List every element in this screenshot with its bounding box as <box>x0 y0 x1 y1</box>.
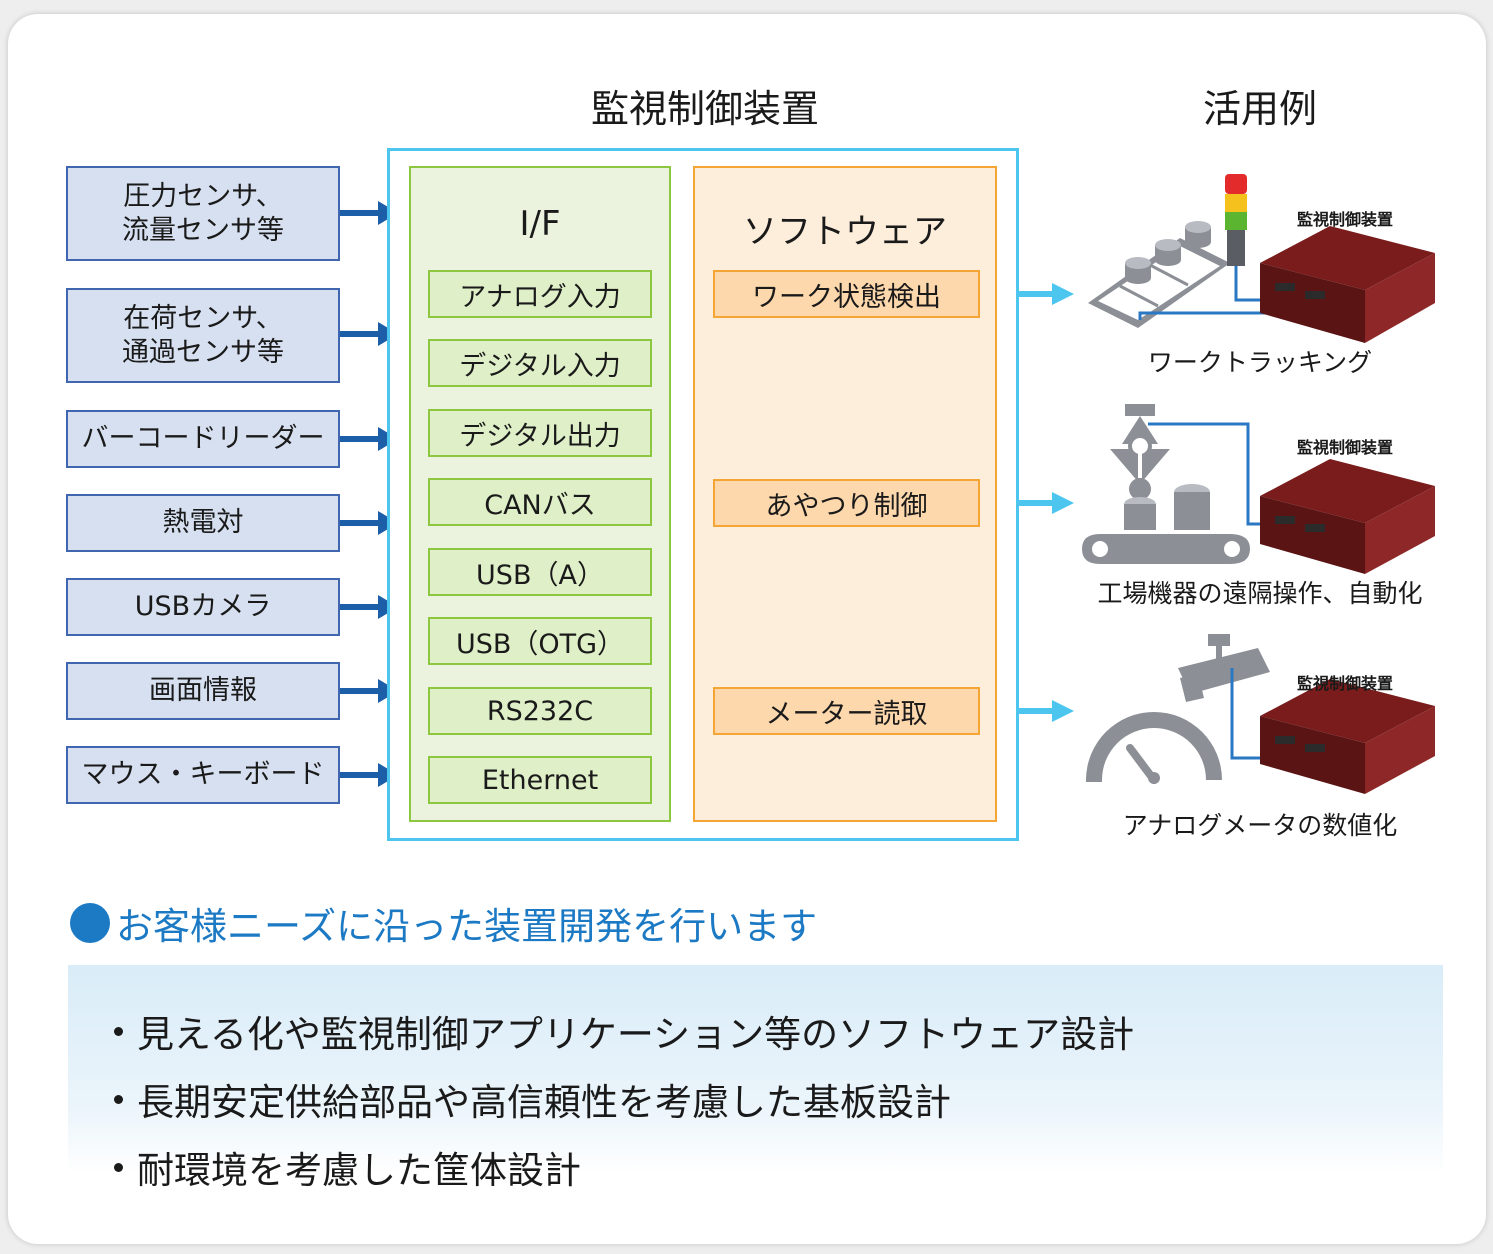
bullet-circle-icon <box>70 903 110 943</box>
remote-operation-illustration <box>1082 404 1435 574</box>
device-icon <box>1260 226 1435 343</box>
sw-item-work-detection: ワーク状態検出 <box>713 270 980 318</box>
examples-heading: 活用例 <box>1202 87 1317 131</box>
example-3-label: アナログメータの数値化 <box>1122 811 1398 840</box>
signal-tower-icon <box>1225 174 1247 266</box>
conveyor-icon <box>1088 221 1230 328</box>
example-2-label: 工場機器の遠隔操作、自動化 <box>1097 579 1423 608</box>
needs-bullet-text: 耐環境を考慮した筐体設計 <box>137 1149 581 1192</box>
example-1-device-label: 監視制御装置 <box>1297 210 1394 229</box>
if-item-can-bus: CANバス <box>428 478 652 526</box>
needs-bullet: 長期安定供給部品や高信頼性を考慮した基板設計 <box>114 1072 951 1126</box>
input-screen-info: 画面情報 <box>66 662 340 720</box>
needs-bullet-text: 見える化や監視制御アプリケーション等のソフトウェア設計 <box>137 1013 1135 1056</box>
work-tracking-illustration <box>1088 174 1435 343</box>
camera-icon <box>1178 634 1270 702</box>
needs-bullet: 見える化や監視制御アプリケーション等のソフトウェア設計 <box>114 1004 1134 1058</box>
if-item-digital-input: デジタル入力 <box>428 339 652 387</box>
if-item-digital-output: デジタル出力 <box>428 409 652 457</box>
output-arrow <box>1018 283 1074 305</box>
example-3-device-label: 監視制御装置 <box>1297 674 1394 693</box>
needs-bullet-text: 長期安定供給部品や高信頼性を考慮した基板設計 <box>137 1081 951 1124</box>
if-item-rs232c: RS232C <box>428 687 652 735</box>
needs-bullet: 耐環境を考慮した筐体設計 <box>114 1140 581 1194</box>
meter-digitization-illustration <box>1086 634 1435 794</box>
bullet-dot-icon <box>114 1026 123 1036</box>
input-mouse-keyboard: マウス・キーボード <box>66 746 340 804</box>
if-column-title: I/F <box>519 204 561 244</box>
input-pressure-sensor: 圧力センサ、 流量センサ等 <box>66 166 340 261</box>
if-item-ethernet: Ethernet <box>428 756 652 804</box>
sw-item-manipulation-control: あやつり制御 <box>713 479 980 527</box>
bullet-dot-icon <box>114 1094 123 1104</box>
output-arrow <box>1018 700 1074 722</box>
bullet-dot-icon <box>114 1162 123 1172</box>
if-item-usb-otg: USB（OTG） <box>428 617 652 665</box>
input-barcode-reader: バーコードリーダー <box>66 410 340 468</box>
needs-panel <box>68 965 1443 1175</box>
example-1-label: ワークトラッキング <box>1147 348 1373 377</box>
input-usb-camera: USBカメラ <box>66 578 340 636</box>
conveyor-icon <box>1082 484 1250 564</box>
robot-arm-icon <box>1110 404 1170 500</box>
needs-title-text: お客様ニーズに沿った装置開発を行います <box>116 905 818 948</box>
sw-item-meter-reading: メーター読取 <box>713 687 980 735</box>
needs-title: お客様ニーズに沿った装置開発を行います <box>70 896 817 950</box>
device-icon <box>1260 459 1435 574</box>
input-thermocouple: 熱電対 <box>66 494 340 552</box>
gauge-icon <box>1086 712 1222 784</box>
device-icon <box>1260 679 1435 794</box>
if-item-usb-a: USB（A） <box>428 548 652 596</box>
if-item-analog-input: アナログ入力 <box>428 270 652 318</box>
example-2-device-label: 監視制御装置 <box>1297 438 1394 457</box>
device-heading: 監視制御装置 <box>590 87 819 131</box>
input-presence-sensor: 在荷センサ、 通過センサ等 <box>66 288 340 383</box>
software-column-title: ソフトウェア <box>743 212 947 252</box>
output-arrow <box>1018 492 1074 514</box>
